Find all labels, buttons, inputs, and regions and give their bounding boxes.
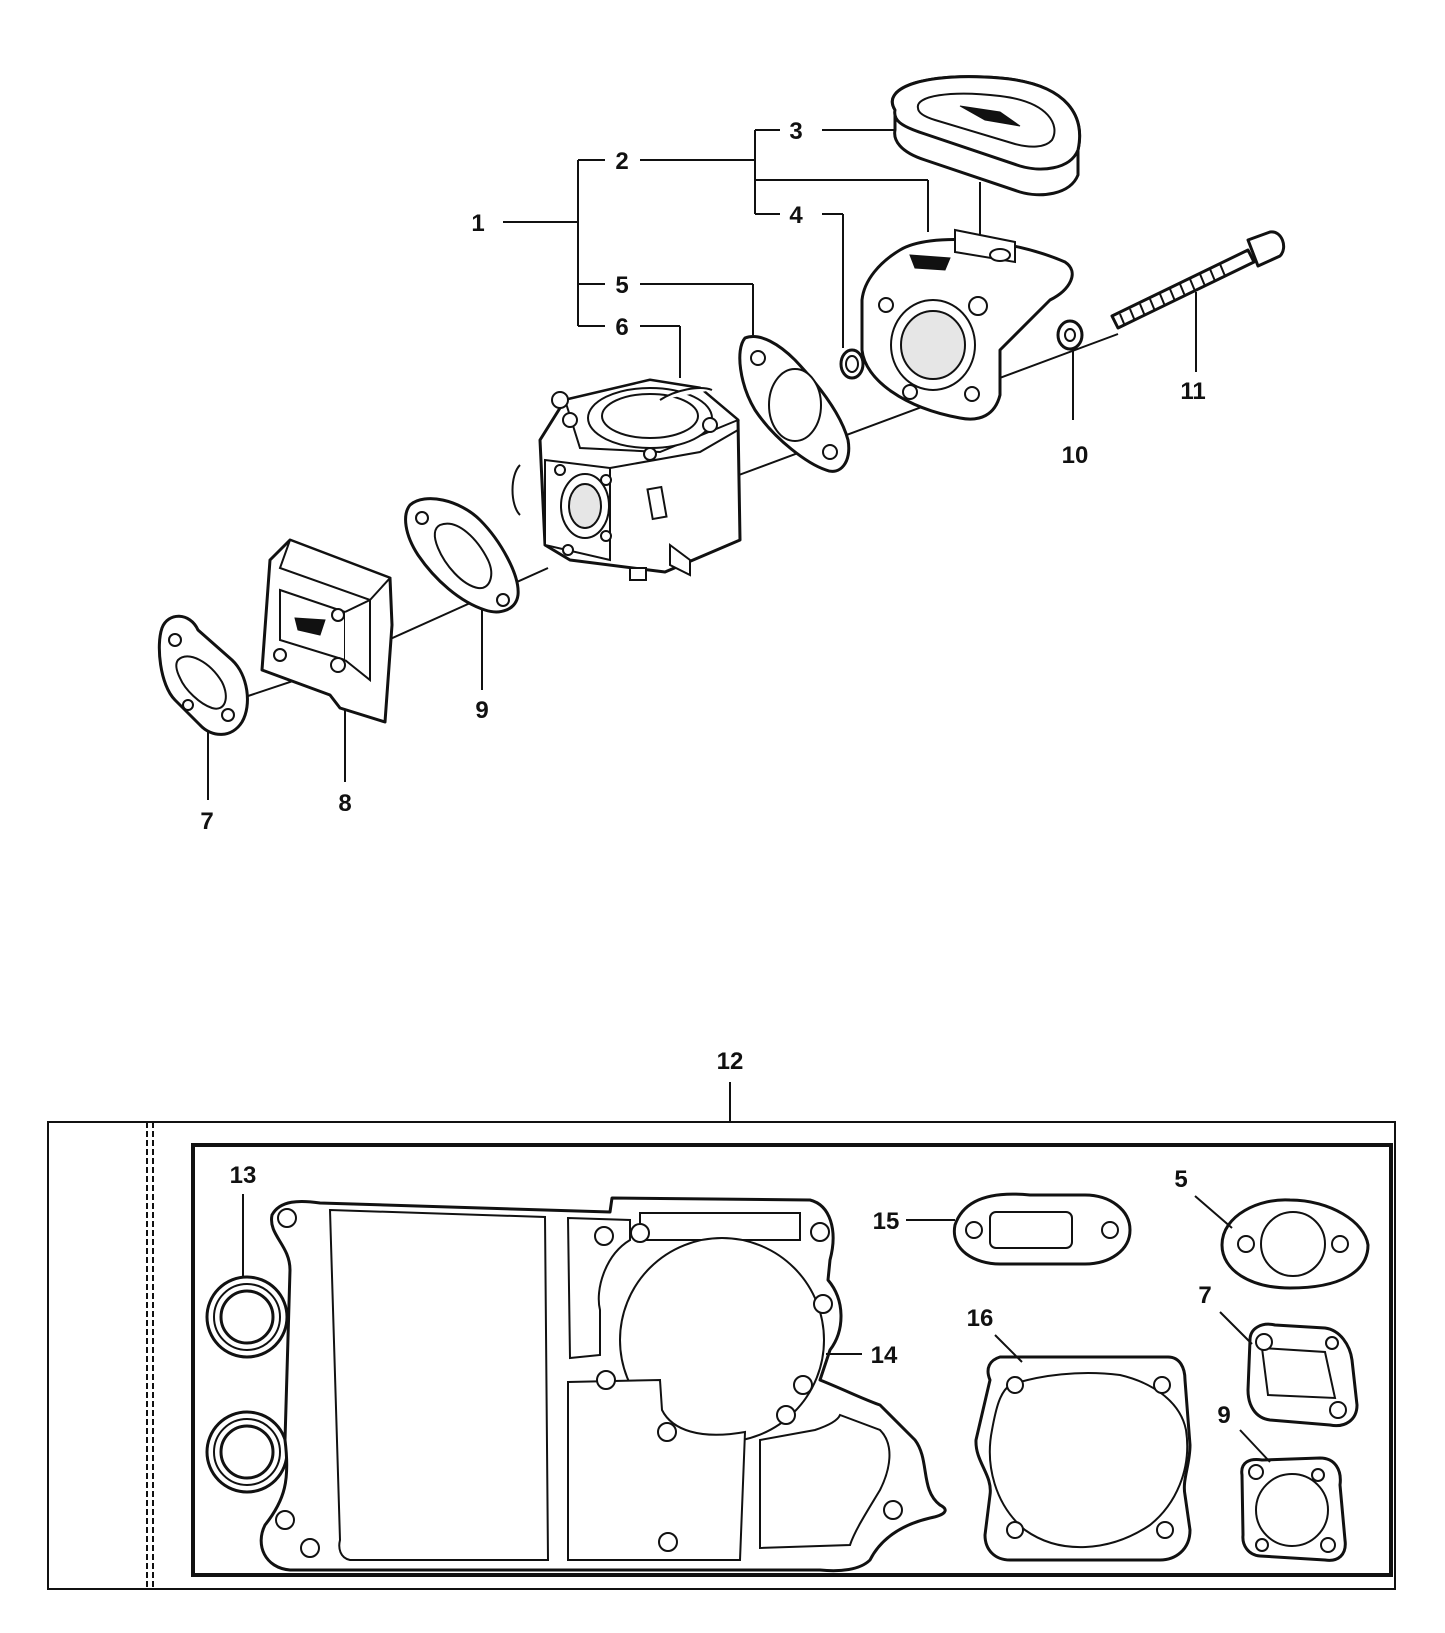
callout-6: 6 xyxy=(615,314,628,341)
gasket-carb-adapter xyxy=(738,335,851,473)
gasket-kit: 12 13 xyxy=(47,1048,1396,1590)
gasket-carb-block xyxy=(404,497,520,614)
callout-15: 15 xyxy=(873,1208,900,1235)
screw xyxy=(1110,230,1286,330)
crankcase-gasket xyxy=(259,1196,947,1573)
carburetor-assembly: 1 2 3 4 5 6 7 8 9 10 11 xyxy=(157,75,1286,835)
carburetor xyxy=(511,378,742,581)
callout-16: 16 xyxy=(967,1305,994,1332)
callout-7: 7 xyxy=(200,808,213,835)
callout-1: 1 xyxy=(471,210,484,237)
intake-boot xyxy=(891,75,1082,197)
callout-9: 9 xyxy=(475,697,488,724)
oil-seals xyxy=(205,1194,289,1494)
gasket-block-cylinder xyxy=(157,614,249,736)
callout-12: 12 xyxy=(717,1048,744,1075)
callout-5: 5 xyxy=(615,272,628,299)
callout-4: 4 xyxy=(789,202,803,229)
kit-gasket-7 xyxy=(1219,1311,1359,1428)
muffler-gasket xyxy=(906,1192,1132,1266)
callout-13: 13 xyxy=(230,1162,257,1189)
callout-kit-7: 7 xyxy=(1198,1282,1211,1309)
kit-gasket-5 xyxy=(1194,1195,1370,1290)
callout-8: 8 xyxy=(338,790,351,817)
callout-10: 10 xyxy=(1062,442,1089,469)
callout-3: 3 xyxy=(789,118,802,145)
callout-kit-5: 5 xyxy=(1174,1166,1187,1193)
callout-kit-9: 9 xyxy=(1217,1402,1230,1429)
callout-14: 14 xyxy=(871,1342,898,1369)
cylinder-gasket xyxy=(974,1334,1192,1562)
callout-11: 11 xyxy=(1180,378,1205,405)
intake-adapter xyxy=(860,228,1074,421)
washer xyxy=(1056,319,1084,351)
kit-gasket-9 xyxy=(1239,1429,1347,1562)
o-ring xyxy=(839,348,865,380)
callout-2: 2 xyxy=(615,148,628,175)
leader-lines xyxy=(207,129,1197,800)
insulator-block xyxy=(260,538,394,724)
